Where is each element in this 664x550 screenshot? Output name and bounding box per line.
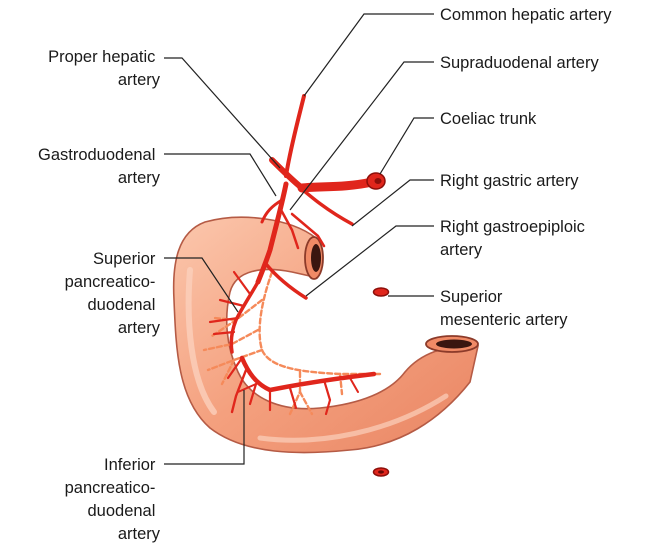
label-supraduodenal-artery: Supraduodenal artery: [440, 54, 599, 72]
label-right-gastric-artery: Right gastric artery: [440, 172, 579, 190]
coeliac-trunk: [302, 182, 372, 188]
label-common-hepatic-artery: Common hepatic artery: [440, 6, 612, 24]
label-inferior-pancreaticoduodenal-artery: Inferior pancreatico- duodenal artery: [65, 456, 161, 543]
label-proper-hepatic-artery: Proper hepatic artery: [48, 48, 161, 89]
leader-right-gastroepiploic: [306, 226, 434, 296]
leader-gastroduodenal: [164, 154, 276, 196]
proper-hepatic-artery: [286, 96, 304, 176]
leader-coeliac: [380, 118, 434, 174]
label-superior-pancreaticoduodenal-artery: Superior pancreatico- duodenal artery: [65, 250, 161, 337]
label-superior-mesenteric-artery: Superior mesenteric artery: [440, 288, 568, 329]
leader-proper-hepatic: [164, 58, 280, 168]
label-gastroduodenal-artery: Gastroduodenal artery: [38, 146, 161, 187]
label-right-gastroepiploic-artery: Right gastroepiploic artery: [440, 218, 590, 259]
sma-top-cut: [374, 288, 389, 296]
label-coeliac-trunk: Coeliac trunk: [440, 110, 537, 128]
duodenum-lumen-right: [436, 340, 472, 349]
leader-common-hepatic: [304, 14, 434, 96]
duodenum: [174, 217, 478, 452]
duodenum-body: [174, 217, 478, 452]
duodenum-lumen-top: [311, 244, 321, 272]
labels: Common hepatic artery Proper hepatic art…: [38, 6, 612, 543]
